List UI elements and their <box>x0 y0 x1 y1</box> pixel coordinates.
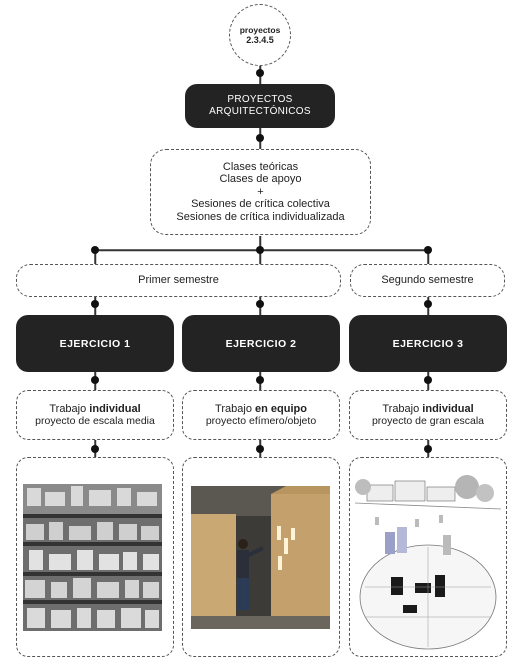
work-3-mode: individual <box>422 402 474 415</box>
top-node-number: 2.3.4.5 <box>246 34 274 45</box>
work-1-mode: individual <box>89 402 141 415</box>
work-3-box: Trabajo individual proyecto de gran esca… <box>349 390 507 440</box>
classes-line2: Clases de apoyo <box>219 173 302 186</box>
top-node: proyectos 2.3.4.5 <box>229 4 291 66</box>
work-2-mode: en equipo <box>255 402 307 415</box>
work-1-box: Trabajo individual proyecto de escala me… <box>16 390 174 440</box>
node-dot <box>424 445 432 453</box>
node-dot <box>91 376 99 384</box>
classes-line3: + <box>257 185 264 198</box>
main-title-line1: PROYECTOS <box>227 94 293 105</box>
work-2-type: Trabajo en equipo <box>215 403 307 416</box>
classes-line1: Clases teóricas <box>222 160 299 173</box>
work-3-prefix: Trabajo <box>382 402 423 415</box>
node-dot <box>256 69 264 77</box>
connector-classes-branch <box>259 236 261 250</box>
node-dot <box>424 300 432 308</box>
installation-photo <box>191 486 330 629</box>
work-2-box: Trabajo en equipo proyecto efímero/objet… <box>182 390 340 440</box>
connector-branch-mid <box>259 250 261 264</box>
node-dot <box>256 300 264 308</box>
semester-first-box: Primer semestre <box>16 264 341 297</box>
work-1-prefix: Trabajo <box>49 402 90 415</box>
semester-second-label: Segundo semestre <box>381 274 474 287</box>
work-3-project: proyecto de gran escala <box>371 415 485 428</box>
semester-first-label: Primer semestre <box>138 274 219 287</box>
main-title-box: PROYECTOS ARQUITECTÓNICOS <box>185 84 335 128</box>
node-dot <box>256 246 264 254</box>
work-1-type: Trabajo individual <box>49 403 140 416</box>
node-dot <box>91 300 99 308</box>
work-1-project: proyecto de escala media <box>35 415 155 428</box>
exercise-1-box: EJERCICIO 1 <box>16 315 174 372</box>
exercise-2-box: EJERCICIO 2 <box>182 315 340 372</box>
exercise-3-title: EJERCICIO 3 <box>392 337 464 350</box>
exercise-3-box: EJERCICIO 3 <box>349 315 507 372</box>
classes-line4: Sesiones de crítica colectiva <box>191 198 330 211</box>
classes-box: Clases teóricas Clases de apoyo + Sesion… <box>150 149 371 235</box>
work-2-prefix: Trabajo <box>215 402 255 415</box>
node-dot <box>91 246 99 254</box>
architectural-drawing <box>355 467 501 652</box>
connector-branch-right <box>427 250 429 264</box>
shelf-models-photo <box>23 484 162 631</box>
work-2-project: proyecto efímero/objeto <box>205 415 317 428</box>
node-dot <box>256 445 264 453</box>
work-3-type: Trabajo individual <box>382 403 473 416</box>
node-dot <box>424 246 432 254</box>
node-dot <box>91 445 99 453</box>
node-dot <box>256 134 264 142</box>
semester-second-box: Segundo semestre <box>350 264 505 297</box>
exercise-2-title: EJERCICIO 2 <box>225 337 297 350</box>
top-node-label: proyectos <box>239 24 281 35</box>
classes-line5: Sesiones de crítica individualizada <box>176 210 345 223</box>
node-dot <box>256 376 264 384</box>
main-title-line2: ARQUITECTÓNICOS <box>209 106 311 117</box>
node-dot <box>424 376 432 384</box>
connector-branch-left <box>94 250 96 264</box>
exercise-1-title: EJERCICIO 1 <box>59 337 131 350</box>
